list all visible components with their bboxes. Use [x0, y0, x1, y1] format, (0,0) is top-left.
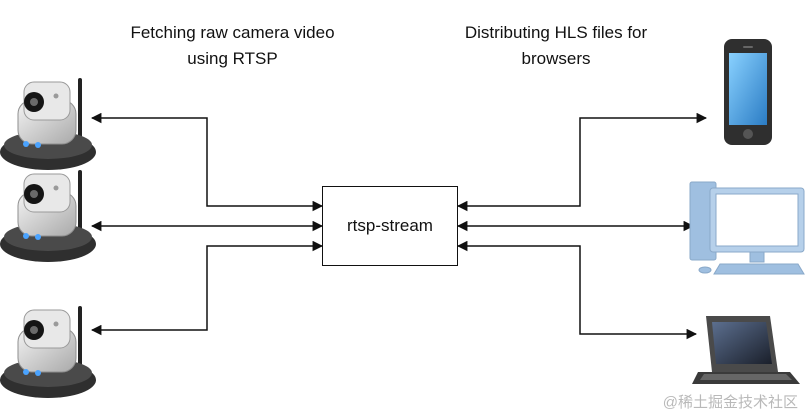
watermark: @稀土掘金技术社区: [662, 394, 798, 411]
camera-icon: [0, 306, 98, 400]
laptop-icon: [692, 316, 800, 384]
right-caption-line-1: Distributing HLS files for: [464, 23, 648, 42]
rtsp-stream-label: rtsp-stream: [347, 216, 433, 235]
desktop-computer-icon: [689, 181, 805, 275]
right-caption: Distributing HLS files for browsers: [426, 20, 686, 72]
connector-laptop: [456, 240, 698, 340]
right-connections: [456, 112, 708, 340]
camera-icon: [0, 170, 98, 264]
left-connections: [90, 112, 324, 336]
smartphone-icon: [724, 39, 772, 145]
left-caption-line-1: Fetching raw camera video: [130, 23, 335, 42]
connector-camera-1: [90, 112, 324, 212]
left-caption: Fetching raw camera video using RTSP: [95, 20, 370, 72]
right-caption-line-2: browsers: [521, 49, 591, 68]
left-caption-line-2: using RTSP: [187, 49, 278, 68]
connector-camera-3: [90, 240, 324, 336]
camera-icon: [0, 78, 98, 172]
connector-phone: [456, 112, 708, 212]
rtsp-stream-node: rtsp-stream: [322, 186, 458, 266]
